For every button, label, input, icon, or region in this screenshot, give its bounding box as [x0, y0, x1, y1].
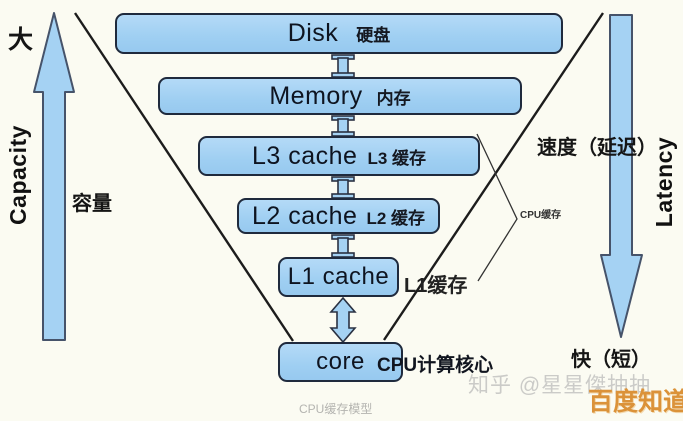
latency-down-arrow-icon — [600, 14, 643, 338]
diagram-caption: CPU缓存模型 — [299, 402, 373, 416]
l2-label-cn: L2 缓存 — [366, 208, 426, 228]
connector-l3-l2-icon — [331, 176, 355, 199]
capacity-cn-label: 容量 — [72, 193, 112, 215]
level-box-core: core — [278, 342, 403, 382]
baidu-watermark: 百度知道 — [588, 388, 683, 416]
level-box-l3-cache: L3 cache L3 缓存 — [198, 136, 480, 176]
memory-label-en: Memory — [269, 81, 363, 110]
core-cn-label: CPU计算核心 — [377, 355, 494, 376]
connector-disk-memory-icon — [331, 54, 355, 78]
l1-label-en: L1 cache — [287, 263, 390, 290]
memory-label-cn: 内存 — [376, 88, 411, 108]
level-box-memory: Memory 内存 — [158, 77, 522, 115]
speed-latency-label: 速度（延迟） — [537, 137, 657, 159]
zhihu-watermark: 知乎 @星星傑抽抽 — [468, 374, 652, 397]
l1-cache-cn-label: L1缓存 — [404, 275, 468, 297]
cpu-cache-brace-line — [476, 133, 518, 282]
level-box-l1-cache: L1 cache — [278, 257, 399, 297]
l2-label-en: L2 cache — [251, 201, 358, 230]
funnel-right-line — [383, 12, 604, 341]
l3-label-cn: L3 缓存 — [367, 148, 427, 168]
level-box-l2-cache: L2 cache L2 缓存 — [237, 198, 440, 234]
level-connectors — [329, 54, 357, 344]
fast-short-label: 快（短） — [571, 349, 651, 371]
funnel-left-line — [74, 12, 294, 342]
connector-memory-l3-icon — [331, 115, 355, 137]
l3-label-en: L3 cache — [251, 141, 358, 170]
disk-label-cn: 硬盘 — [356, 26, 391, 45]
level-box-disk: Disk 硬盘 — [115, 13, 563, 54]
cpu-cache-group-label: CPU缓存 — [520, 210, 562, 221]
capacity-up-arrow-icon — [33, 12, 75, 341]
connector-l2-l1-icon — [331, 234, 355, 258]
latency-axis-label: Latency — [651, 136, 677, 228]
capacity-axis-label: Capacity — [5, 125, 31, 225]
disk-label-en: Disk — [287, 19, 339, 47]
core-label-en: core — [316, 348, 365, 375]
connector-l1-core-double-arrow-icon — [329, 296, 357, 344]
capacity-big-label: 大 — [8, 26, 34, 54]
